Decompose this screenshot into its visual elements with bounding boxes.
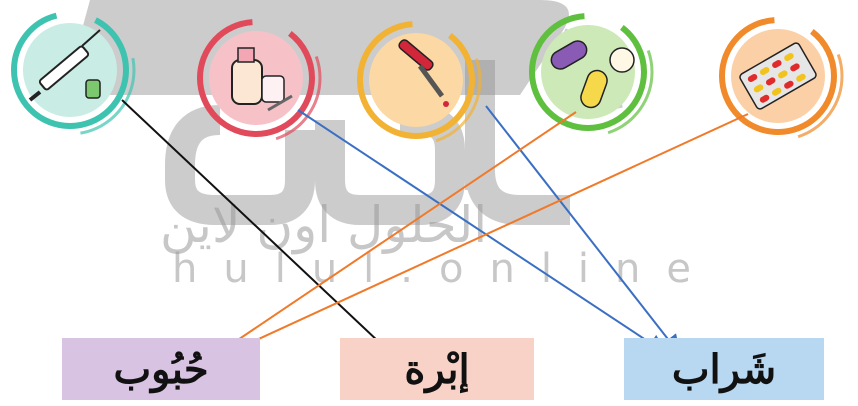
blister-pack-icon[interactable] [712, 10, 844, 142]
label-ibra: إبْرة [340, 338, 534, 400]
syringe-icon[interactable] [4, 4, 136, 136]
connection-pills-hubub [210, 111, 577, 359]
label-hubub: حُبُوب [62, 338, 260, 400]
watermark-latin: hulul.online [172, 246, 718, 292]
connection-syrup-sharab [297, 109, 668, 355]
syrup-bottle-icon[interactable] [190, 12, 322, 144]
connection-blister-hubub [222, 113, 749, 357]
connection-dropper-sharab [485, 105, 681, 356]
pills-icon[interactable] [522, 6, 654, 138]
dropper-icon[interactable] [350, 14, 482, 146]
connection-syringe-ibra [121, 99, 399, 361]
watermark-arabic: الحلول اون لاين [160, 196, 488, 254]
label-sharab: شَراب [624, 338, 824, 400]
